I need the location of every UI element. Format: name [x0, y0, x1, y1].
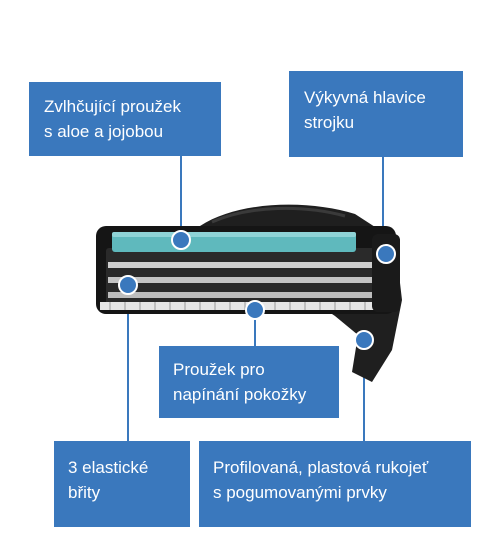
blade-1 [108, 262, 374, 268]
callout-skin-stretch-strip: Proužek pro napínání pokožky [159, 346, 339, 418]
callout-line: s aloe a jojobou [44, 122, 164, 141]
blades-group [108, 262, 374, 298]
callout-line: 3 elastické [68, 458, 149, 477]
callout-line: Výkyvná hlavice [304, 88, 426, 107]
marker-blades [118, 275, 138, 295]
callout-blades: 3 elastické břity [54, 441, 190, 527]
callout-line: napínání pokožky [173, 385, 307, 404]
blade-3 [108, 292, 374, 298]
callout-line: Zvlhčující proužek [44, 97, 181, 116]
callout-line: strojku [304, 113, 355, 132]
callout-handle: Profilovaná, plastová rukojeť s pogumova… [199, 441, 471, 527]
marker-strip [245, 300, 265, 320]
marker-moisture [171, 230, 191, 250]
callout-pivoting-head: Výkyvná hlavice strojku [289, 71, 463, 157]
callout-line: Proužek pro [173, 360, 265, 379]
blade-2 [108, 277, 374, 283]
callout-moisture-strip: Zvlhčující proužek s aloe a jojobou [29, 82, 221, 156]
callout-line: Profilovaná, plastová rukojeť [213, 458, 429, 477]
marker-head [376, 244, 396, 264]
razor-handle-highlight [211, 206, 346, 224]
marker-handle [354, 330, 374, 350]
callout-line: břity [68, 483, 101, 502]
callout-line: s pogumovanými prvky [213, 483, 387, 502]
